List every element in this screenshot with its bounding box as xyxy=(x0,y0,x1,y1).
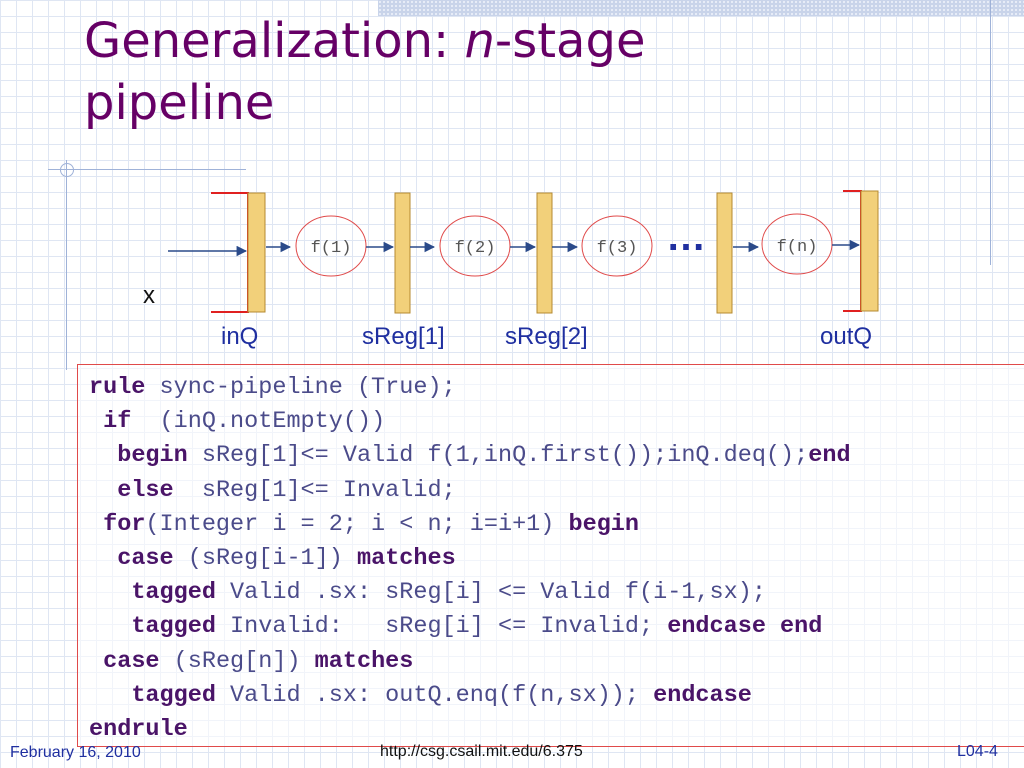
code-keyword: endcase xyxy=(653,681,752,709)
title-italic-n: n xyxy=(464,13,495,69)
sreg2-register xyxy=(536,192,553,314)
pipeline-diagram: x f(1) f(2) f(3) … f(n) inQ sReg[1] sReg… xyxy=(143,190,879,350)
code-text xyxy=(89,579,131,606)
code-text xyxy=(89,477,117,504)
title-underline-rule xyxy=(48,169,246,170)
footer-date: February 16, 2010 xyxy=(10,744,141,761)
code-line: tagged Invalid: sReg[i] <= Invalid; endc… xyxy=(89,613,822,640)
code-text: (Integer i = 2; i < n; i=i+1) xyxy=(145,510,569,538)
input-label-x: x xyxy=(143,282,155,309)
footer-slide-number: L04-4 xyxy=(957,743,998,760)
code-text: sReg[1]<= Invalid; xyxy=(173,476,456,504)
ellipsis-dots: … xyxy=(666,215,706,259)
code-keyword: case xyxy=(103,647,160,675)
code-text: sReg[1]<= Valid f(1,inQ.first());inQ.deq… xyxy=(187,442,809,470)
function-label-fn: f(n) xyxy=(777,238,818,257)
stage-f3: f(3) xyxy=(581,215,653,277)
stage-f1: f(1) xyxy=(295,215,367,277)
code-text xyxy=(89,442,117,469)
code-line: begin sReg[1]<= Valid f(1,inQ.first());i… xyxy=(89,442,851,470)
code-text: Valid .sx: sReg[i] <= Valid f(i-1,sx); xyxy=(215,579,766,607)
code-line: tagged Valid .sx: sReg[i] <= Valid f(i-1… xyxy=(89,579,766,606)
function-circle-f3 xyxy=(581,215,653,277)
function-circle-fn xyxy=(761,213,833,275)
code-box xyxy=(77,364,1024,747)
bsv-code-block: rule sync-pipeline (True); if (inQ.notEm… xyxy=(89,371,851,747)
left-vertical-rule xyxy=(66,160,67,370)
title-suffix: -stage xyxy=(494,13,646,69)
code-text xyxy=(89,545,117,572)
code-text xyxy=(766,613,780,640)
code-keyword: end xyxy=(780,613,823,641)
code-text xyxy=(89,648,103,675)
output-queue xyxy=(843,190,879,312)
code-line: rule sync-pipeline (True); xyxy=(89,374,456,401)
function-circle-f1 xyxy=(295,215,367,277)
inq-register xyxy=(247,192,266,313)
function-circle-f2 xyxy=(439,215,511,277)
code-keyword: tagged xyxy=(131,681,216,709)
code-keyword: endrule xyxy=(89,716,188,744)
outq-bracket xyxy=(843,190,862,312)
code-text: Invalid: sReg[i] <= Invalid; xyxy=(215,613,668,641)
code-keyword: matches xyxy=(356,545,456,573)
code-keyword: endcase xyxy=(667,613,766,641)
code-keyword: tagged xyxy=(131,613,216,641)
label-sreg2: sReg[2] xyxy=(505,323,588,350)
footer-url: http://csg.csail.mit.edu/6.375 xyxy=(380,743,583,760)
code-keyword: matches xyxy=(314,647,414,675)
rule-ornament-circle xyxy=(60,163,74,177)
code-keyword: rule xyxy=(89,374,146,401)
code-text: (sReg[i-1]) xyxy=(173,545,357,573)
code-line: if (inQ.notEmpty()) xyxy=(89,408,385,435)
code-line: else sReg[1]<= Invalid; xyxy=(89,476,456,504)
code-text xyxy=(89,511,103,538)
header-decoration-band xyxy=(378,0,1024,16)
right-vertical-rule xyxy=(990,0,991,265)
code-keyword: if xyxy=(103,408,132,436)
sreg-n-minus-1-register xyxy=(716,192,733,314)
code-line: for(Integer i = 2; i < n; i=i+1) begin xyxy=(89,511,639,538)
inq-bracket xyxy=(211,192,249,313)
sreg1-register xyxy=(394,192,411,314)
code-keyword: end xyxy=(808,442,851,470)
code-text: (sReg[n]) xyxy=(159,647,315,675)
code-text: sync-pipeline (True); xyxy=(145,374,456,401)
code-keyword: case xyxy=(117,545,174,573)
function-label-f2: f(2) xyxy=(455,239,496,258)
code-text: (inQ.notEmpty()) xyxy=(131,408,386,436)
title-line-1: Generalization: n-stage xyxy=(84,10,645,72)
code-keyword: for xyxy=(103,510,146,538)
code-keyword: else xyxy=(117,476,174,504)
code-text xyxy=(89,408,103,435)
stage-f2: f(2) xyxy=(439,215,511,277)
stage-fn: f(n) xyxy=(761,213,833,275)
function-label-f1: f(1) xyxy=(311,239,352,258)
code-line: case (sReg[i-1]) matches xyxy=(89,545,456,573)
outq-register xyxy=(860,190,879,312)
title-prefix: Generalization: xyxy=(84,13,465,69)
code-keyword: begin xyxy=(568,510,640,538)
code-line: tagged Valid .sx: outQ.enq(f(n,sx)); end… xyxy=(89,682,752,709)
input-queue xyxy=(211,192,266,313)
label-outq: outQ xyxy=(820,323,872,350)
label-inq: inQ xyxy=(221,323,258,350)
code-keyword: begin xyxy=(117,442,188,470)
slide-title: Generalization: n-stage pipeline xyxy=(84,10,645,134)
code-text xyxy=(89,682,131,709)
code-line: endrule xyxy=(89,716,188,743)
title-line-2: pipeline xyxy=(84,75,275,131)
label-sreg1: sReg[1] xyxy=(362,323,445,350)
code-line: case (sReg[n]) matches xyxy=(89,648,413,675)
code-text: Valid .sx: outQ.enq(f(n,sx)); xyxy=(215,681,654,709)
code-keyword: tagged xyxy=(131,579,216,607)
function-label-f3: f(3) xyxy=(597,239,638,258)
code-text xyxy=(89,613,131,640)
